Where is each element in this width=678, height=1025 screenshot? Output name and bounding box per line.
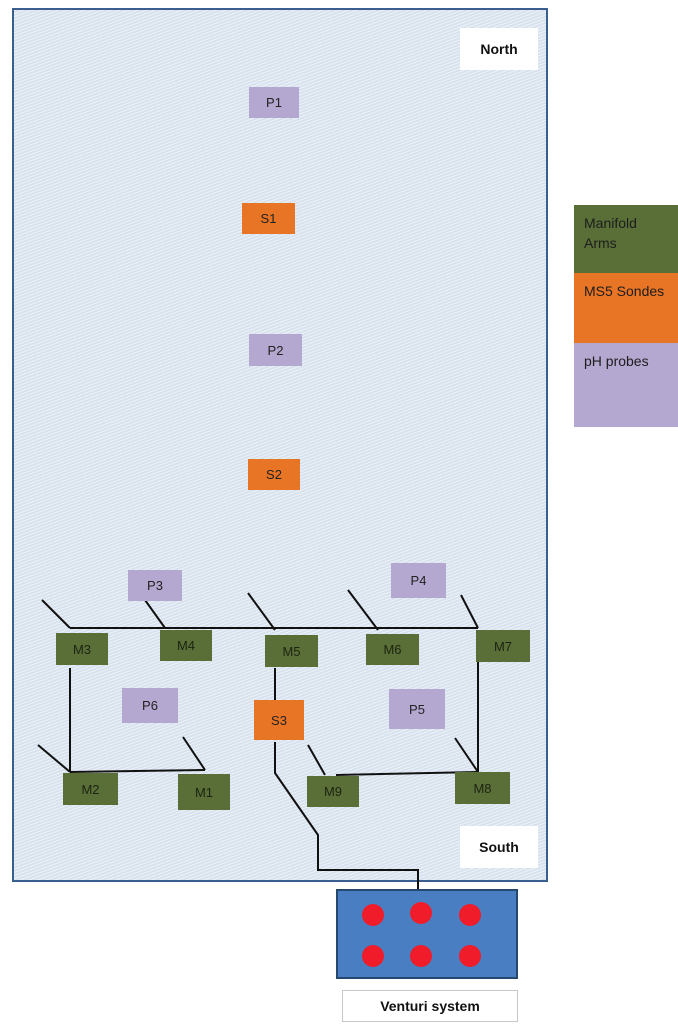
south-label: South [460,826,538,868]
pipe-m9-m8 [335,771,479,776]
manifold-arm-m6: M6 [366,634,419,665]
manifold-arm-m5: M5 [265,635,318,667]
spur-m8 [454,737,479,773]
north-label: North [460,28,538,70]
manifold-arm-m2: M2 [63,773,118,805]
manifold-arm-m1: M1 [178,774,230,810]
venturi-outlet [410,945,432,967]
venturi-outlet [410,902,432,924]
ph-probe-p2: P2 [249,334,302,366]
manifold-arm-m3: M3 [56,633,108,665]
pipe-m2-m1 [69,769,206,773]
spur-m4 [144,599,166,629]
spur-m3 [41,599,71,629]
sonde-s1: S1 [242,203,295,234]
ph-probe-p4: P4 [391,563,446,598]
venturi-outlet [459,945,481,967]
manifold-arm-m8: M8 [455,772,510,804]
venturi-unit [336,889,518,979]
venturi-outlet [459,904,481,926]
ph-probe-p5: P5 [389,689,445,729]
spur-m2 [37,744,71,773]
ph-probe-p3: P3 [128,570,182,601]
manifold-arm-m4: M4 [160,630,212,661]
legend-ph-probes: pH probes [574,343,678,427]
sonde-s2: S2 [248,459,300,490]
ph-probe-p1: P1 [249,87,299,118]
spur-m7 [460,594,479,629]
spur-m6 [347,589,379,631]
venturi-outlet [362,904,384,926]
legend-manifold-arms: Manifold Arms [574,205,678,273]
ph-probe-p6: P6 [122,688,178,723]
spur-m5 [247,592,276,631]
manifold-arm-m9: M9 [307,776,359,807]
manifold-arm-m7: M7 [476,630,530,662]
pond-area [12,8,548,882]
spur-m1 [182,736,206,771]
venturi-label: Venturi system [342,990,518,1022]
sonde-s3: S3 [254,700,304,740]
venturi-feed-pipe [274,742,419,889]
spur-m9 [307,744,326,776]
venturi-outlet [362,945,384,967]
legend-ms5-sondes: MS5 Sondes [574,273,678,343]
